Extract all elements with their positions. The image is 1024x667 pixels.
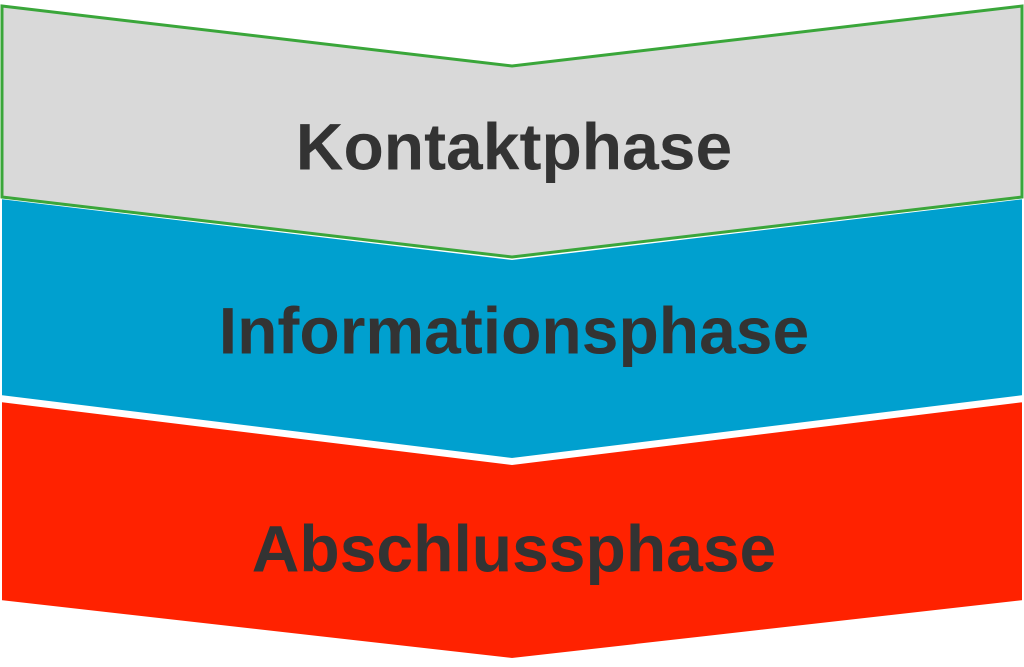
phase-label-kontaktphase: Kontaktphase (296, 109, 732, 183)
phase-label-abschlussphase: Abschlussphase (252, 511, 777, 585)
phase-chevron-abschlussphase (0, 397, 1024, 663)
phase-chevron-kontaktphase (0, 4, 1024, 259)
phase-label-informationsphase: Informationsphase (219, 293, 809, 367)
